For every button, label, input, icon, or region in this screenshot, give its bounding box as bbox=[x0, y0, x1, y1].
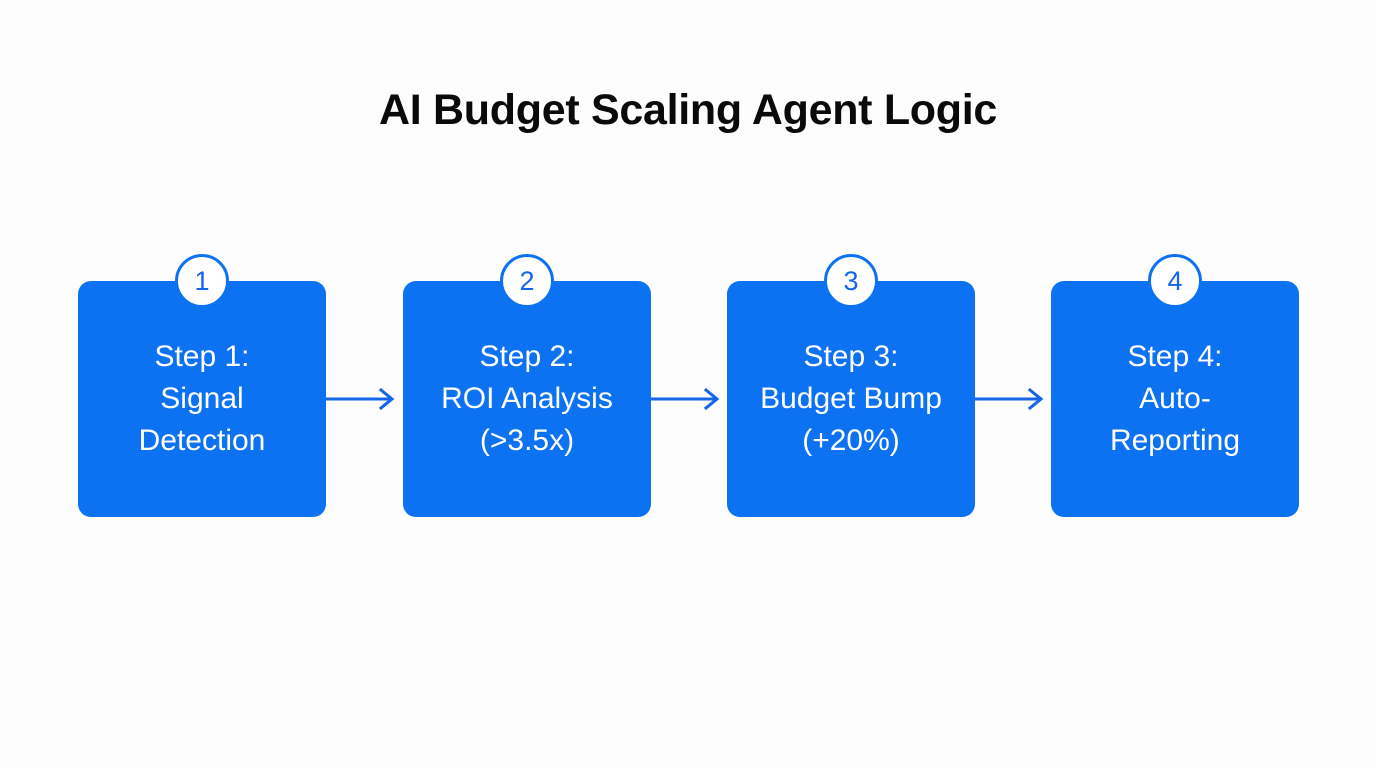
step-number-badge-2: 2 bbox=[500, 254, 554, 308]
page-title: AI Budget Scaling Agent Logic bbox=[379, 85, 997, 134]
flow-step-4[interactable]: 4 Step 4: Auto- Reporting bbox=[1051, 254, 1299, 517]
step-number-badge-4: 4 bbox=[1148, 254, 1202, 308]
step-number-1: 1 bbox=[194, 265, 210, 296]
step-number-badge-1: 1 bbox=[175, 254, 229, 308]
flow-step-2[interactable]: 2 Step 2: ROI Analysis (>3.5x) bbox=[403, 254, 651, 517]
step-number-badge-3: 3 bbox=[824, 254, 878, 308]
step-label-1: Step 1: Signal Detection bbox=[138, 340, 266, 457]
flow-step-1[interactable]: 1 Step 1: Signal Detection bbox=[78, 254, 326, 517]
flow-diagram: 1 Step 1: Signal Detection 2 Step 2: ROI… bbox=[78, 254, 1299, 517]
step-number-3: 3 bbox=[843, 265, 859, 296]
step-number-4: 4 bbox=[1167, 265, 1183, 296]
arrow-step3-to-step4 bbox=[975, 387, 1052, 411]
arrow-step1-to-step2 bbox=[326, 387, 403, 411]
step-label-2: Step 2: ROI Analysis (>3.5x) bbox=[441, 340, 613, 457]
step-label-4: Step 4: Auto- Reporting bbox=[1109, 340, 1241, 457]
step-label-3: Step 3: Budget Bump (+20%) bbox=[760, 340, 942, 457]
flow-step-3[interactable]: 3 Step 3: Budget Bump (+20%) bbox=[727, 254, 975, 517]
step-number-2: 2 bbox=[519, 265, 535, 296]
arrow-step2-to-step3 bbox=[651, 387, 728, 411]
